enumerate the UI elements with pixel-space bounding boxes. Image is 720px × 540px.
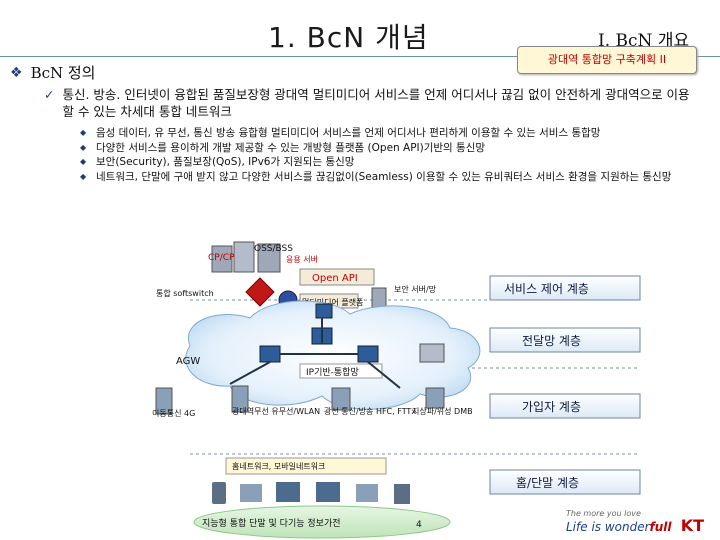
diamond-bullet-icon: ❖	[10, 64, 23, 81]
oss-bss-label: OSS/BSS	[254, 244, 293, 254]
layer-box	[489, 393, 641, 419]
definition-block: ✓ 통신. 방송. 인터넷이 융합된 품질보장형 광대역 멀티미디어 서비스를 …	[44, 86, 694, 120]
list-item: ◆ 음성 데이터, 유 무선, 통신 방송 융합형 멀티미디어 서비스를 언제 어…	[80, 126, 700, 141]
app-server-label: 응용 서버	[286, 254, 318, 264]
slogan-line: Life is wonderfull KT	[566, 518, 704, 535]
diamond-bullet-icon: ◆	[80, 171, 87, 181]
agw-label: AGW	[176, 356, 200, 367]
pda-icon	[356, 484, 378, 502]
router-icon	[357, 345, 379, 363]
settop-icon	[394, 484, 410, 504]
softswitch-diamond-icon	[245, 277, 275, 307]
list-item-text: 음성 데이터, 유 무선, 통신 방송 융합형 멀티미디어 서비스를 언제 어디…	[96, 127, 601, 139]
access-point-icon	[231, 385, 249, 413]
satellite-dish-icon	[425, 387, 445, 409]
slogan-small: The more you love	[566, 509, 641, 518]
brand-mark: KT	[680, 516, 705, 535]
bcn-architecture-diagram: CP/CP OSS/BSS 응용 서버 Open API 통합 softswit…	[152, 241, 641, 539]
diamond-bullet-icon: ◆	[80, 128, 87, 137]
monitor-icon	[316, 482, 340, 502]
mobile-access-label: 이동통신 4G	[152, 408, 195, 418]
antenna-icon	[155, 387, 173, 415]
checkmark-icon: ✓	[44, 87, 55, 102]
layer-home-terminal: 홈/단말 계층	[516, 476, 579, 490]
subtitle-badge: 광대역 통합망 구축계획 II	[517, 46, 697, 74]
bullet-list: ◆ 음성 데이터, 유 무선, 통신 방송 융합형 멀티미디어 서비스를 언제 어…	[80, 126, 700, 184]
link-line	[367, 361, 401, 389]
list-item: ◆ 보안(Security), 품질보장(QoS), IPv6가 지원되는 통신망	[80, 155, 700, 170]
layer-transport: 전달망 계층	[522, 334, 581, 348]
server-icon	[257, 243, 281, 273]
wireless-access-label: 광대역무선 유무선/WLAN	[232, 406, 320, 416]
tv-icon	[276, 482, 300, 502]
router-icon	[315, 303, 333, 319]
layer-service-control: 서비스 제어 계층	[504, 282, 589, 296]
platform-label: 멀티미디어 플랫폼	[302, 297, 363, 307]
home-network-box	[225, 457, 387, 475]
home-network-label: 홈네트워크, 모바일네트워크	[232, 461, 325, 471]
ip-network-cloud	[185, 300, 481, 410]
laptop-icon	[240, 484, 262, 502]
wired-access-label: 광선 통신/방송 HFC, FTTx	[324, 406, 416, 416]
ip-backbone-box	[299, 363, 383, 379]
server-icon	[233, 241, 255, 273]
terminal-label: 지능형 통합 단말 및 다기능 정보가전	[202, 517, 341, 529]
heading-label: BcN 정의	[30, 64, 96, 82]
layer-box	[489, 275, 641, 301]
list-item-text: 다양한 서비스를 용이하게 개발 제공할 수 있는 개방형 플랫폼 (Open …	[96, 141, 486, 154]
security-label: 보안 서버/망	[394, 284, 437, 294]
list-item-text: 네트워크, 단말에 구애 받지 않고 다양한 서비스를 끊김없이(Seamles…	[96, 170, 672, 183]
layer-subscriber: 가입자 계층	[522, 400, 581, 414]
phone-icon	[212, 482, 226, 504]
ip-backbone-label: IP기반-통합망	[306, 367, 359, 378]
page-title: 1. BcN 개념	[268, 21, 429, 54]
kt-logo: The more you love Life is wonderfull KT	[566, 508, 704, 535]
slogan-big: Life is wonder	[566, 520, 650, 534]
server-icon	[419, 343, 445, 363]
open-api-label: Open API	[312, 273, 358, 284]
section-heading: ❖ BcN 정의	[10, 62, 95, 83]
definition-text: 통신. 방송. 인터넷이 융합된 품질보장형 광대역 멀티미디어 서비스를 언제…	[62, 87, 690, 119]
page-number: 4	[416, 520, 422, 530]
slogan-full: full	[649, 520, 672, 534]
list-item: ◆ 네트워크, 단말에 구애 받지 않고 다양한 서비스를 끊김없이(Seamle…	[80, 170, 700, 185]
layer-box	[489, 327, 641, 353]
terminal-oval	[193, 505, 451, 539]
cpcp-label: CP/CP	[208, 253, 235, 263]
diamond-bullet-icon: ◆	[80, 142, 87, 152]
router-icon	[259, 345, 281, 363]
header-divider	[0, 56, 720, 57]
list-item: ◆ 다양한 서비스를 용이하게 개발 제공할 수 있는 개방형 플랫폼 (Open…	[80, 141, 700, 156]
softswitch-label: 통합 softswitch	[156, 289, 214, 298]
list-item-text: 보안(Security), 품질보장(QoS), IPv6가 지원되는 통신망	[96, 156, 355, 168]
satellite-access-label: 지상파/위성 DMB	[412, 406, 473, 416]
link-line	[229, 361, 271, 385]
layer-box	[489, 469, 641, 495]
server-icon	[211, 245, 233, 273]
diamond-bullet-icon: ◆	[80, 157, 87, 166]
switch-icon	[331, 387, 351, 411]
open-api-box	[299, 268, 375, 286]
